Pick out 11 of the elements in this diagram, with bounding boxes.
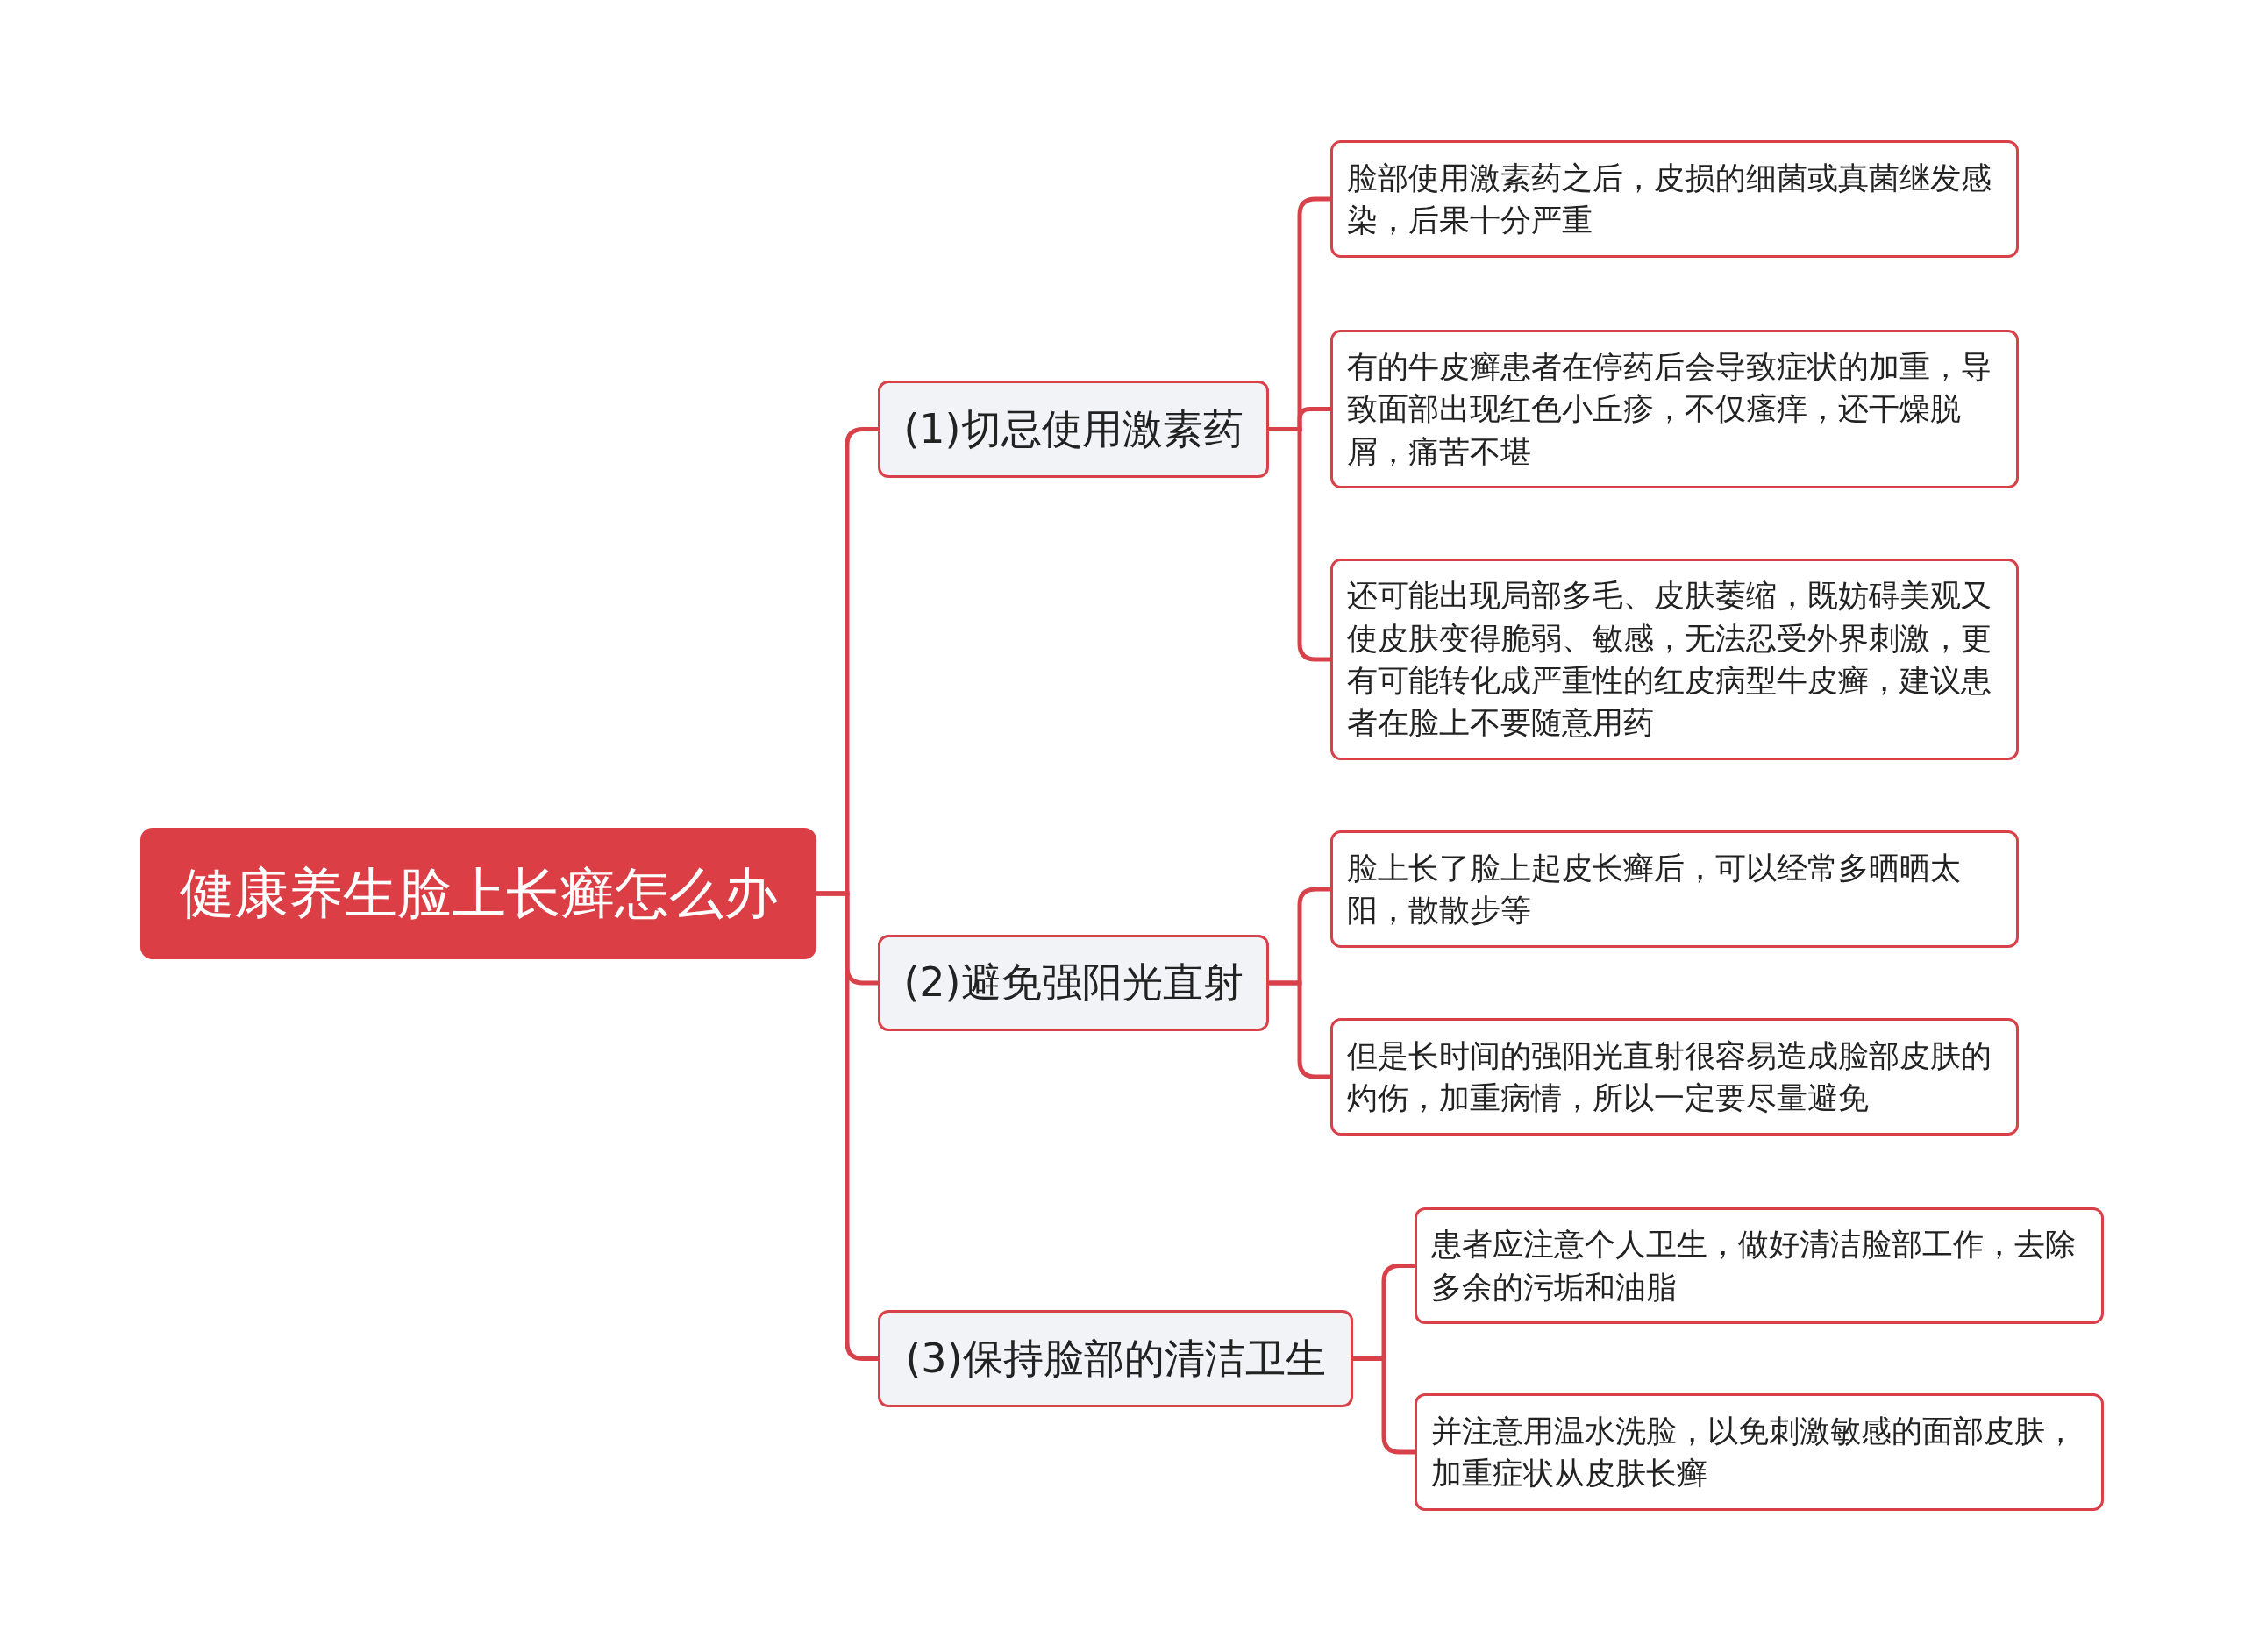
detail-box: 有的牛皮癣患者在停药后会导致症状的加重，导致面部出现红色小丘疹，不仅瘙痒，还干燥脱屑，痛苦不堪 xyxy=(1330,330,2019,488)
detail-box: 并注意用温水洗脸，以免刺激敏感的面部皮肤，加重症状从皮肤长癣 xyxy=(1415,1393,2104,1511)
detail-box: 还可能出现局部多毛、皮肤萎缩，既妨碍美观又使皮肤变得脆弱、敏感，无法忍受外界刺激，更有可能转化成严重性的红皮病型牛皮癣，建议患者在脸上不要随意用药 xyxy=(1330,559,2019,760)
topic-box: 健康养生脸上长癣怎么办 xyxy=(140,828,816,959)
detail-box: 脸部使用激素药之后，皮损的细菌或真菌继发感染，后果十分严重 xyxy=(1330,140,2019,258)
subtopic-box: (2)避免强阳光直射 xyxy=(878,935,1269,1031)
subtopic-box: (3)保持脸部的清洁卫生 xyxy=(878,1310,1353,1407)
detail-box: 但是长时间的强阳光直射很容易造成脸部皮肤的灼伤，加重病情，所以一定要尽量避免 xyxy=(1330,1018,2019,1136)
detail-box: 脸上长了脸上起皮长癣后，可以经常多晒晒太阳，散散步等 xyxy=(1330,830,2019,948)
detail-box: 患者应注意个人卫生，做好清洁脸部工作，去除多余的污垢和油脂 xyxy=(1415,1207,2104,1324)
subtopic-box: (1)切忌使用激素药 xyxy=(878,381,1269,478)
